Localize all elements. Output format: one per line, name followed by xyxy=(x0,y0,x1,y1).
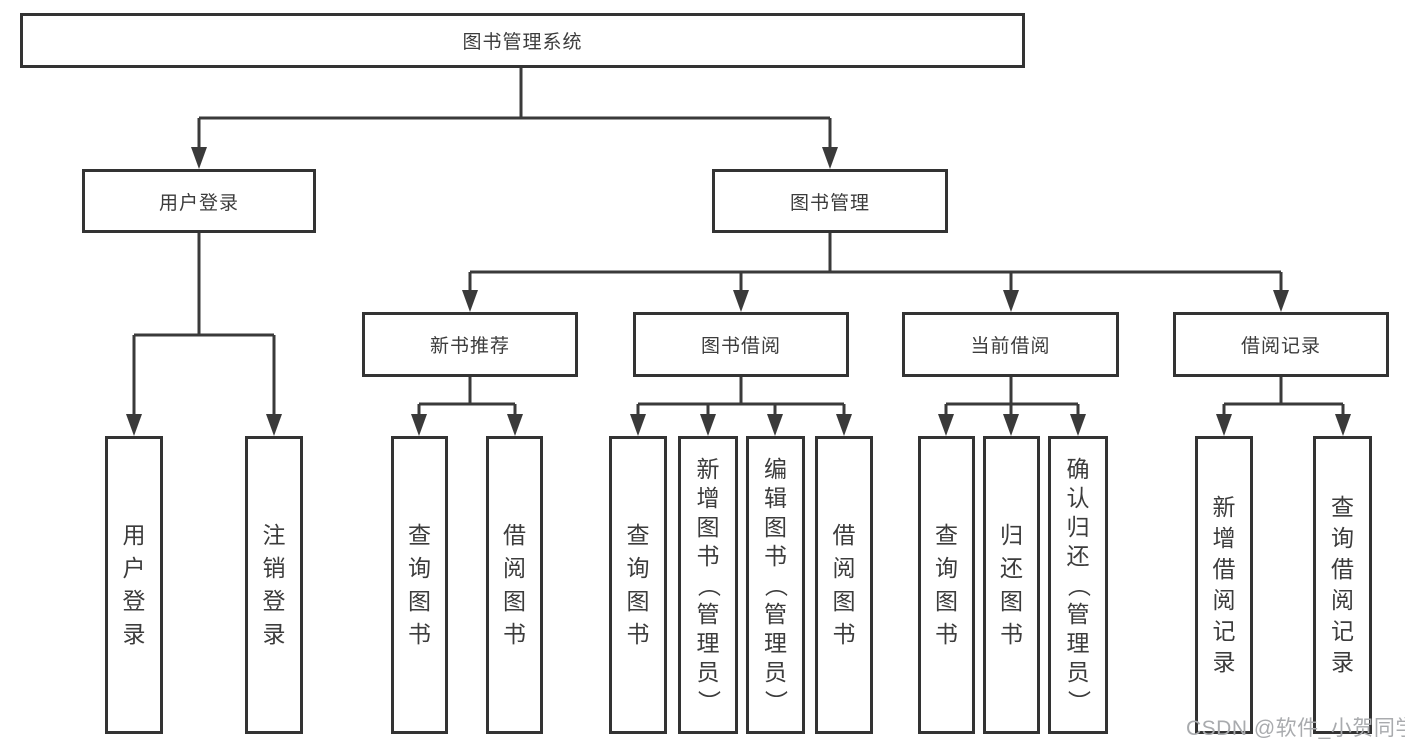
leaf-query-books-borrowing: 查询图书 xyxy=(609,436,667,734)
node-label: 查询图书 xyxy=(408,522,431,647)
node-label: 图书管理 xyxy=(789,192,870,214)
leaf-edit-books-admin: 编辑图书（管理员） xyxy=(746,436,805,734)
node-label: 借阅图书 xyxy=(503,522,526,647)
node-label: 图书借阅 xyxy=(700,336,781,357)
leaf-user-login: 用户登录 xyxy=(105,436,163,734)
node-library-management-system: 图书管理系统 xyxy=(20,13,1025,68)
node-label: 查询借阅记录 xyxy=(1331,494,1354,675)
leaf-borrow-books: 借阅图书 xyxy=(815,436,873,734)
node-new-book-recommend: 新书推荐 xyxy=(362,312,578,377)
node-label: 用户登录 xyxy=(158,192,239,214)
node-label: 借阅记录 xyxy=(1240,336,1321,357)
node-label: 注销登录 xyxy=(262,522,286,647)
node-book-borrowing: 图书借阅 xyxy=(633,312,849,377)
node-label: 编辑图书（管理员） xyxy=(763,455,789,713)
leaf-confirm-return-admin: 确认归还（管理员） xyxy=(1048,436,1108,734)
leaf-add-books-admin: 新增图书（管理员） xyxy=(678,436,738,734)
node-label: 查询图书 xyxy=(626,522,650,647)
node-label: 新增借阅记录 xyxy=(1212,494,1236,675)
leaf-borrow-books-recommend: 借阅图书 xyxy=(486,436,543,734)
csdn-watermark: CSDN @软件_小贺同学 xyxy=(1186,717,1405,740)
leaf-logout: 注销登录 xyxy=(245,436,303,734)
node-label: 用户登录 xyxy=(122,522,146,647)
leaf-add-borrow-record: 新增借阅记录 xyxy=(1195,436,1253,734)
node-label: 新增图书（管理员） xyxy=(695,455,722,713)
leaf-return-books: 归还图书 xyxy=(983,436,1040,734)
arrowheads xyxy=(126,147,1351,436)
leaf-query-books-current: 查询图书 xyxy=(918,436,975,734)
node-label: 归还图书 xyxy=(1000,522,1023,647)
node-label: 当前借阅 xyxy=(970,336,1051,357)
node-label: 查询图书 xyxy=(935,522,958,647)
node-book-management: 图书管理 xyxy=(712,169,948,233)
node-label: 图书管理系统 xyxy=(462,32,583,53)
node-borrowing-records: 借阅记录 xyxy=(1173,312,1389,377)
node-label: 确认归还（管理员） xyxy=(1065,455,1092,713)
node-label: 借阅图书 xyxy=(832,522,856,647)
leaf-query-books-recommend: 查询图书 xyxy=(391,436,448,734)
node-user-login: 用户登录 xyxy=(82,169,316,233)
leaf-query-borrow-record: 查询借阅记录 xyxy=(1313,436,1372,734)
node-current-borrowing: 当前借阅 xyxy=(902,312,1119,377)
node-label: 新书推荐 xyxy=(429,336,510,357)
